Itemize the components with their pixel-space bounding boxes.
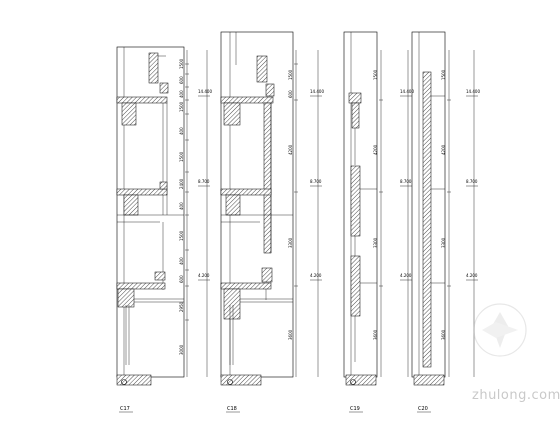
detail-c19: 1500 4200 3300 3600 14.400 8.700 4.200 C… <box>343 31 414 413</box>
dim-label: 1500 <box>179 101 184 112</box>
elevation-label: 4.200 <box>198 273 210 278</box>
dim-ticks-c17 <box>185 63 189 321</box>
dim-label: 400 <box>179 257 184 265</box>
detail-tag: C19 <box>350 406 360 412</box>
detail-tag: C18 <box>227 406 237 412</box>
detail-c17: 1500 600 400 1500 400 1500 2400 400 1500… <box>116 46 212 413</box>
dim-label: 2400 <box>179 178 184 189</box>
dim-label: 2950 <box>179 301 184 312</box>
dim-label: 1500 <box>179 151 184 162</box>
dim-label: 400 <box>179 202 184 210</box>
dim-label: 3300 <box>441 237 446 248</box>
elevation-label: 14.400 <box>310 89 324 94</box>
dim-label: 600 <box>179 76 184 84</box>
watermark-text: zhulong.com <box>472 388 560 403</box>
elevation-label: 4.200 <box>466 273 478 278</box>
dim-label: 1500 <box>179 58 184 69</box>
dim-label: 400 <box>179 127 184 135</box>
dim-label: 4200 <box>441 144 446 155</box>
zhulong-logo-icon <box>473 303 527 357</box>
dim-label: 3600 <box>288 329 293 340</box>
dim-label: 3600 <box>441 329 446 340</box>
dim-label: 4200 <box>373 144 378 155</box>
dim-label: 4200 <box>288 144 293 155</box>
dim-label: 400 <box>179 90 184 98</box>
elevation-label: 14.400 <box>400 89 414 94</box>
dim-label: 3300 <box>373 237 378 248</box>
detail-c20: 1500 4200 3300 3600 14.400 8.700 4.200 C… <box>411 31 480 413</box>
detail-c18: 1500 600 4200 3300 3600 14.400 8.700 4.2… <box>220 31 324 413</box>
elevation-label: 8.700 <box>198 179 210 184</box>
dim-label: 3000 <box>179 344 184 355</box>
dim-label: 1500 <box>288 69 293 80</box>
dim-label: 3600 <box>373 329 378 340</box>
dim-label: 1500 <box>179 230 184 241</box>
detail-tag: C20 <box>418 406 428 412</box>
elevation-label: 8.700 <box>310 179 322 184</box>
dim-label: 1500 <box>373 69 378 80</box>
dim-label: 1500 <box>441 69 446 80</box>
elevation-label: 4.200 <box>400 273 412 278</box>
dim-label: 600 <box>179 275 184 283</box>
elevation-label: 14.400 <box>198 89 212 94</box>
dim-label: 600 <box>288 90 293 98</box>
dim-label: 3300 <box>288 237 293 248</box>
elevation-label: 8.700 <box>466 179 478 184</box>
elevation-label: 4.200 <box>310 273 322 278</box>
elevation-label: 8.700 <box>400 179 412 184</box>
detail-tag: C17 <box>120 406 130 412</box>
elevation-label: 14.400 <box>466 89 480 94</box>
